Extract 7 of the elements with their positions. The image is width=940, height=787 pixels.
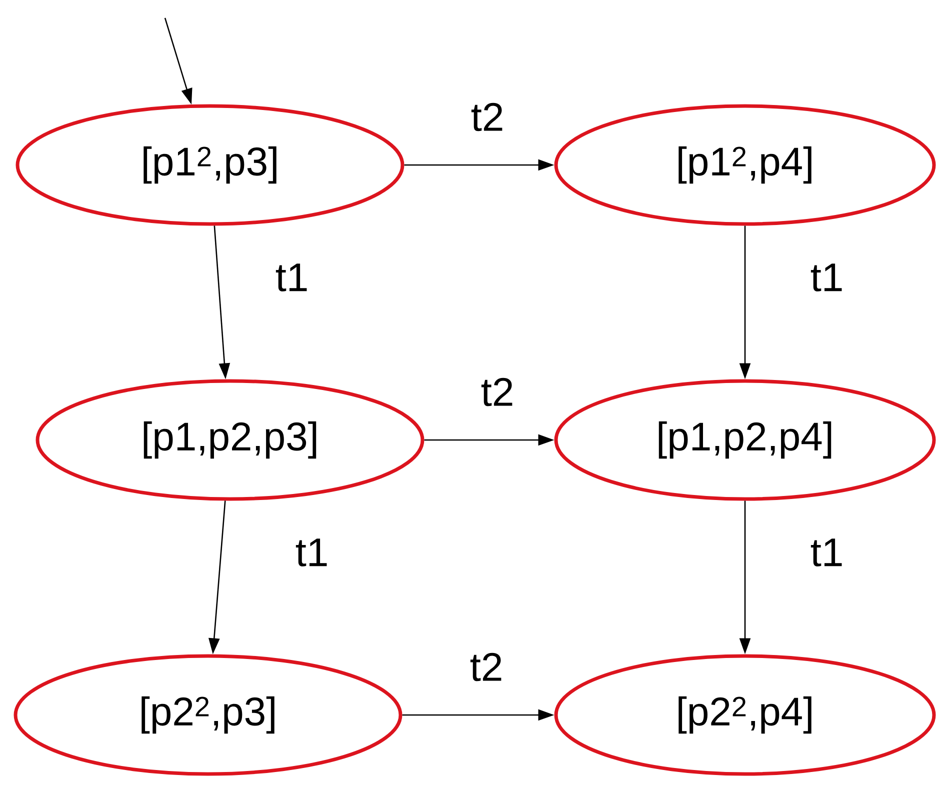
edge-label: t2 xyxy=(470,102,506,132)
edge-label: t1 xyxy=(274,262,310,292)
edge-label: t1 xyxy=(809,262,845,292)
edge-label: t2 xyxy=(480,376,516,408)
edge-label: t1 xyxy=(809,538,845,568)
edge-label: t2 xyxy=(468,652,504,682)
edge-label: t1 xyxy=(294,538,330,568)
